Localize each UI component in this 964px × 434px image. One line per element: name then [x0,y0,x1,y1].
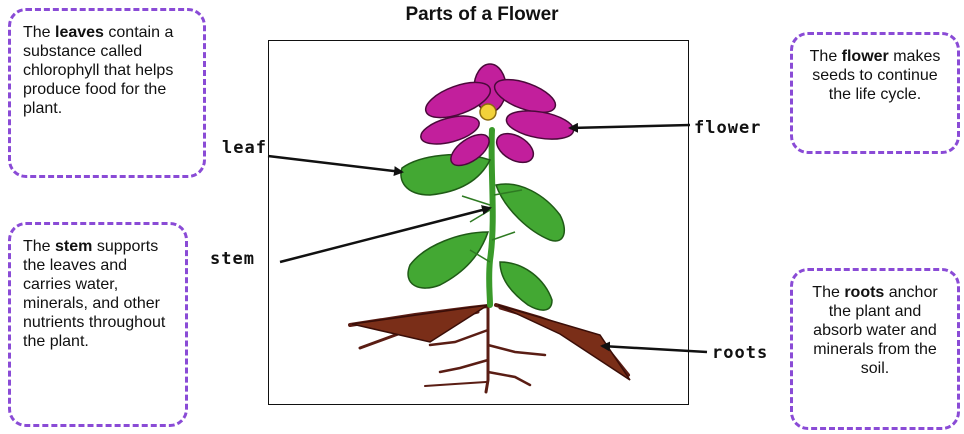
leaf-arrow [268,156,402,172]
leaf-label: leaf [222,138,267,158]
roots-arrow [602,346,707,352]
stem-illustration [489,130,493,305]
leaf-upper-left [401,155,490,195]
soil-wedge-right [498,305,630,380]
stem-label: stem [210,249,255,269]
leaf-lower-left [408,232,488,288]
leaf-lower-right [500,262,552,310]
flower-label: flower [694,118,761,138]
roots-label: roots [712,343,768,363]
flower-arrow [570,125,690,128]
